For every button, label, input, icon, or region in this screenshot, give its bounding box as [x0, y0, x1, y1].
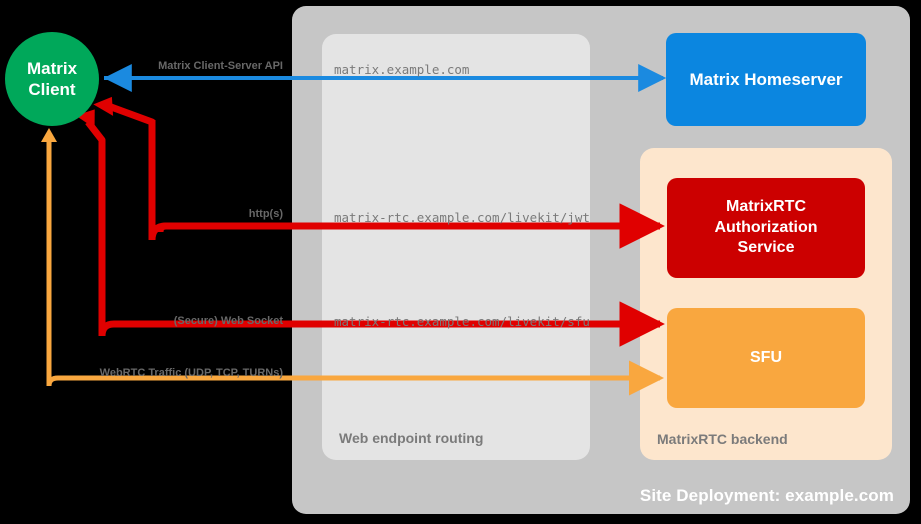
endpoint-label-livekit-jwt: matrix-rtc.example.com/livekit/jwt — [334, 210, 590, 225]
node-matrix-homeserver-label: Matrix Homeserver — [689, 69, 843, 89]
node-matrixrtc-authorization-service[interactable]: MatrixRTC Authorization Service — [667, 178, 865, 278]
edge-label-webrtc: WebRTC Traffic (UDP, TCP, TURNs) — [99, 367, 283, 379]
node-matrix-client-label-line1: Matrix — [26, 59, 78, 78]
matrixrtc-backend-label: MatrixRTC backend — [657, 431, 788, 447]
node-sfu-label: SFU — [750, 348, 782, 366]
endpoint-label-matrix: matrix.example.com — [334, 62, 470, 77]
node-auth-label-line3: Service — [737, 239, 795, 257]
node-matrix-client-label-line2: Client — [28, 80, 76, 99]
site-deployment-label: Site Deployment: example.com — [639, 486, 894, 505]
edge-webrtc-arrowhead — [41, 128, 57, 142]
edge-webrtc-run — [46, 360, 665, 396]
edge-label-http: http(s) — [248, 208, 283, 220]
edge-label-websocket: (Secure) Web Socket — [173, 315, 283, 327]
edge-livekit-jwt-to-client — [101, 100, 156, 240]
node-matrix-client[interactable]: Matrix Client — [5, 32, 99, 126]
node-sfu[interactable]: SFU — [667, 308, 865, 408]
endpoint-label-livekit-sfu: matrix-rtc.example.com/livekit/sfu — [334, 314, 590, 329]
web-endpoint-routing-container: Web endpoint routing — [322, 34, 590, 460]
edge-livekit-jwt-run — [156, 203, 665, 249]
edge-livekit-sfu-riser — [85, 119, 106, 336]
node-auth-label-line1: MatrixRTC — [725, 198, 806, 216]
edge-label-cs-api: Matrix Client-Server API — [158, 60, 283, 72]
node-auth-label-line2: Authorization — [714, 218, 818, 236]
edge-livekit-jwt — [93, 96, 665, 249]
web-endpoint-routing-label: Web endpoint routing — [339, 430, 484, 446]
edge-livekit-jwt-arrowhead — [93, 96, 114, 116]
edge-webrtc — [41, 128, 665, 396]
node-matrix-homeserver[interactable]: Matrix Homeserver — [666, 33, 866, 126]
